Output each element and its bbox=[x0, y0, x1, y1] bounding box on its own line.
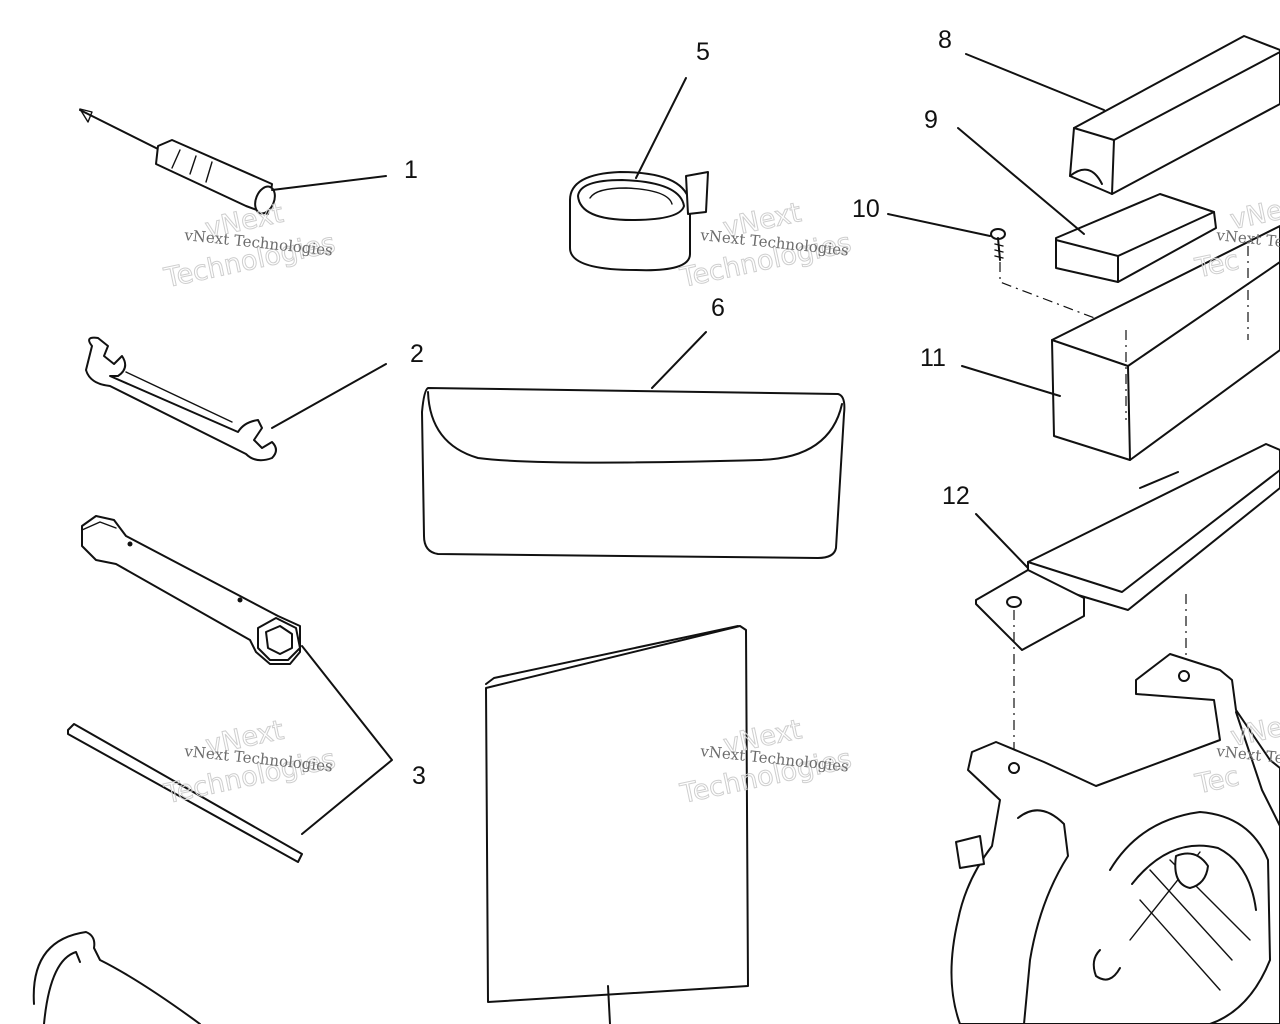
tube-socket-wrench bbox=[81, 515, 301, 665]
leader-6 bbox=[651, 331, 707, 389]
screw-guide bbox=[999, 262, 1127, 331]
callout-9: 9 bbox=[924, 106, 938, 134]
wrench bbox=[85, 336, 277, 462]
screwdriver bbox=[79, 108, 276, 215]
leader-9 bbox=[957, 127, 1085, 235]
callout-3: 3 bbox=[412, 762, 426, 790]
callout-11: 11 bbox=[920, 344, 946, 372]
tape-roll bbox=[569, 171, 709, 272]
mounting-bracket bbox=[975, 443, 1280, 760]
hook-spanner bbox=[32, 931, 201, 1024]
storage-box bbox=[1051, 225, 1280, 461]
leader-10 bbox=[887, 213, 991, 237]
callout-2: 2 bbox=[410, 340, 424, 368]
leader-8 bbox=[965, 53, 1105, 111]
callout-6: 6 bbox=[711, 294, 725, 322]
callout-5: 5 bbox=[696, 38, 710, 66]
tool-pouch bbox=[421, 387, 846, 559]
foam-pad bbox=[1055, 193, 1217, 283]
leader-11 bbox=[961, 365, 1061, 397]
leader-12 bbox=[975, 513, 1029, 569]
frame-housing bbox=[950, 653, 1280, 1024]
callout-12: 12 bbox=[942, 482, 970, 510]
leader-2 bbox=[271, 363, 387, 429]
leader-3 bbox=[301, 645, 393, 835]
screw bbox=[990, 228, 1006, 261]
tommy-bar bbox=[67, 723, 303, 863]
storage-box-lid bbox=[1069, 35, 1280, 195]
leader-5 bbox=[635, 77, 687, 179]
callout-10: 10 bbox=[852, 195, 880, 223]
leader-1 bbox=[271, 175, 387, 191]
callout-8: 8 bbox=[938, 26, 952, 54]
owners-manual bbox=[485, 625, 749, 1024]
callout-1: 1 bbox=[404, 156, 418, 184]
